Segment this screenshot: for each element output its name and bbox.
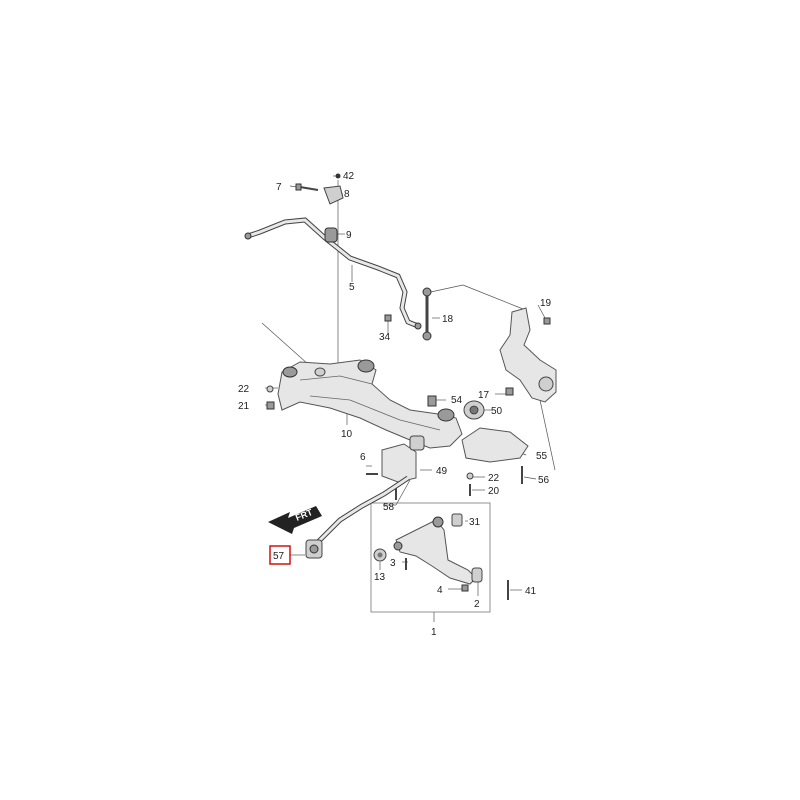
washer-22 [266,385,274,393]
callout-18: 18 [442,314,454,325]
callout-20: 20 [488,486,500,497]
callout-labels: 7 42 8 9 5 34 18 19 17 22 21 10 54 50 55… [238,171,552,638]
front-crossmember [277,359,463,449]
splash-shield [461,427,529,463]
callout-54: 54 [451,395,463,406]
highlighted-callout-57[interactable]: 57 [269,545,291,565]
callout-50: 50 [491,406,503,417]
callout-57: 57 [273,551,285,562]
callout-31: 31 [469,517,481,528]
stabilizer-bar [244,217,422,330]
stabilizer-bracket [323,185,344,205]
callout-19: 19 [540,298,552,309]
callout-7: 7 [276,182,282,193]
bushing-54 [427,395,437,407]
callout-42: 42 [343,171,355,182]
callout-6: 6 [360,452,366,463]
lower-control-arm [393,516,477,585]
front-direction-arrow: FRT [268,506,322,534]
bolt-7 [295,183,319,191]
mount-bracket [381,443,417,483]
callout-56: 56 [538,475,550,486]
callout-58: 58 [383,502,395,513]
highlight-box [269,545,291,565]
control-arm-assembly-frame [370,502,491,613]
callout-4: 4 [437,585,443,596]
nut-17 [505,387,514,396]
stabilizer-bushing [324,227,338,243]
callout-21: 21 [238,401,250,412]
bushing-50 [463,400,485,420]
leader-lines [261,175,556,622]
rear-bushing-57 [305,539,323,559]
callout-41: 41 [525,586,537,597]
callout-13: 13 [374,572,386,583]
callout-8: 8 [344,189,350,200]
callout-49: 49 [436,466,448,477]
callout-10: 10 [341,429,353,440]
callout-1: 1 [431,627,437,638]
callout-34: 34 [379,332,391,343]
stabilizer-link [422,287,432,341]
bushing-13 [373,548,387,562]
nut-42 [335,173,341,179]
callout-17: 17 [478,390,490,401]
ball-joint-2 [471,567,483,583]
callout-9: 9 [346,230,352,241]
callout-22: 22 [238,384,250,395]
washer-22b [466,472,474,480]
callout-5: 5 [349,282,355,293]
rear-link-rod [316,475,410,544]
callout-3: 3 [390,558,396,569]
bushing-49 [409,435,425,451]
steering-knuckle [499,307,557,403]
callout-2: 2 [474,599,480,610]
bushing-31 [451,513,463,527]
nut-4 [461,584,469,592]
nut-21 [266,401,275,410]
callout-22b: 22 [488,473,500,484]
nut-34 [384,314,392,322]
callout-55: 55 [536,451,548,462]
